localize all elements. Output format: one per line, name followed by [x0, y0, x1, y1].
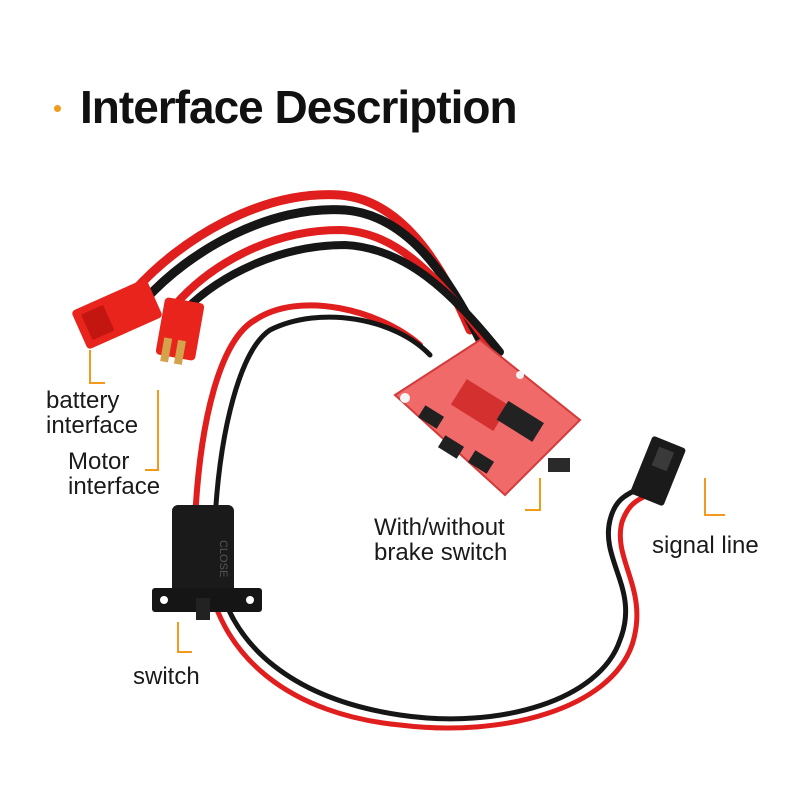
signal-leader [704, 478, 725, 516]
brake-label-line2: brake switch [374, 539, 508, 566]
battery-label-line1: battery [46, 387, 120, 414]
switch-marking: CLOSE [217, 540, 229, 577]
motor-connector [155, 297, 205, 365]
battery-label-line2: interface [46, 412, 139, 439]
motor-label-line2: interface [68, 473, 161, 500]
switch-wire [192, 302, 653, 731]
motor-label: Motor interface [68, 449, 160, 499]
signal-connector [630, 436, 686, 506]
signal-label: signal line [652, 532, 759, 559]
brake-label-line1: With/without [374, 514, 505, 541]
power-wires [130, 190, 504, 356]
leader-lines [89, 350, 725, 653]
motor-leader [145, 390, 159, 471]
esc-board [393, 338, 582, 497]
battery-leader [89, 350, 105, 384]
brake-switch [548, 458, 570, 472]
switch-body: CLOSE [152, 505, 262, 620]
battery-label: battery interface [46, 388, 138, 438]
brake-leader [525, 478, 541, 511]
motor-label-line1: Motor [68, 448, 130, 475]
title-bullet [54, 105, 61, 112]
page-title: Interface Description [80, 81, 518, 133]
brake-label: With/without brake switch [374, 515, 507, 565]
switch-label: switch [133, 663, 200, 690]
battery-connector [72, 279, 162, 349]
switch-leader [177, 622, 192, 653]
